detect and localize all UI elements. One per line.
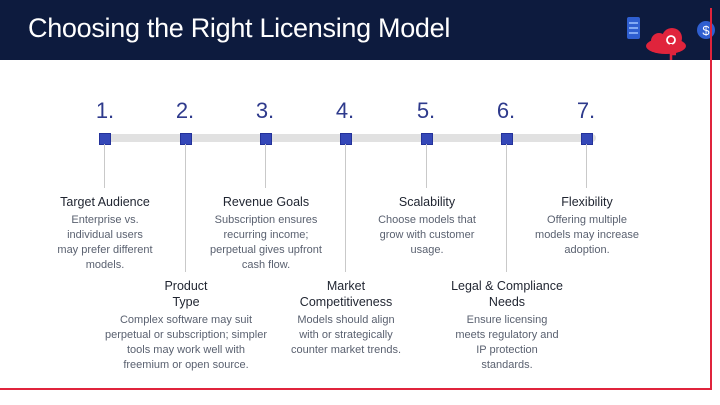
- step-title: Revenue Goals: [222, 195, 310, 209]
- timeline-marker: [99, 133, 111, 145]
- connector-line: [345, 144, 346, 272]
- step-description: Complex software may suit perpetual or s…: [104, 314, 268, 371]
- connector-line: [426, 144, 427, 188]
- step-description: Ensure licensing meets regulatory and IP…: [455, 314, 559, 371]
- connector-line: [185, 144, 186, 272]
- connector-line: [104, 144, 105, 188]
- step-title: Product Type: [164, 279, 208, 309]
- step-number: 4.: [335, 98, 355, 123]
- accent-border-right: [710, 8, 712, 390]
- connector-line: [265, 144, 266, 188]
- step-card: Scalability Choose models that grow with…: [327, 194, 527, 258]
- page-title: Choosing the Right Licensing Model: [28, 13, 451, 43]
- connector-line: [586, 144, 587, 188]
- step-description: Models should align with or strategicall…: [290, 314, 402, 356]
- step-title: Target Audience: [60, 195, 150, 209]
- timeline-marker: [421, 133, 433, 145]
- connector-line: [506, 144, 507, 272]
- step-number: 3.: [255, 98, 275, 123]
- step-number: 6.: [496, 98, 516, 123]
- timeline-marker: [501, 133, 513, 145]
- server-icon: [627, 17, 640, 39]
- step-title: Legal & Compliance Needs: [451, 279, 563, 309]
- step-number: 2.: [175, 98, 195, 123]
- step-card: Legal & Compliance Needs Ensure licensin…: [407, 278, 607, 373]
- step-card: Revenue Goals Subscription ensures recur…: [166, 194, 366, 273]
- step-number: 5.: [416, 98, 436, 123]
- title-bar: Choosing the Right Licensing Model: [0, 0, 720, 60]
- step-card: Target Audience Enterprise vs. individua…: [5, 194, 205, 273]
- step-title: Market Competitiveness: [299, 279, 393, 309]
- timeline-marker: [260, 133, 272, 145]
- step-card: Product Type Complex software may suit p…: [86, 278, 286, 373]
- timeline-marker: [180, 133, 192, 145]
- key-icon: [666, 35, 676, 60]
- step-number: 7.: [576, 98, 596, 123]
- step-card: Market Competitiveness Models should ali…: [246, 278, 446, 358]
- dollar-icon: $: [697, 21, 715, 39]
- svg-text:$: $: [702, 23, 710, 38]
- step-number: 1.: [95, 98, 115, 123]
- step-description: Choose models that grow with customer us…: [378, 214, 476, 256]
- timeline-marker: [581, 133, 593, 145]
- step-card: Flexibility Offering multiple models may…: [487, 194, 687, 258]
- cloud-icon: [646, 28, 686, 54]
- header-decoration: $: [624, 14, 720, 62]
- timeline-marker: [340, 133, 352, 145]
- step-title: Flexibility: [561, 195, 613, 209]
- step-description: Subscription ensures recurring income; p…: [210, 214, 322, 271]
- step-description: Offering multiple models may increase ad…: [535, 214, 639, 256]
- step-description: Enterprise vs. individual users may pref…: [57, 214, 153, 271]
- step-title: Scalability: [398, 195, 456, 209]
- accent-border-bottom: [0, 388, 712, 390]
